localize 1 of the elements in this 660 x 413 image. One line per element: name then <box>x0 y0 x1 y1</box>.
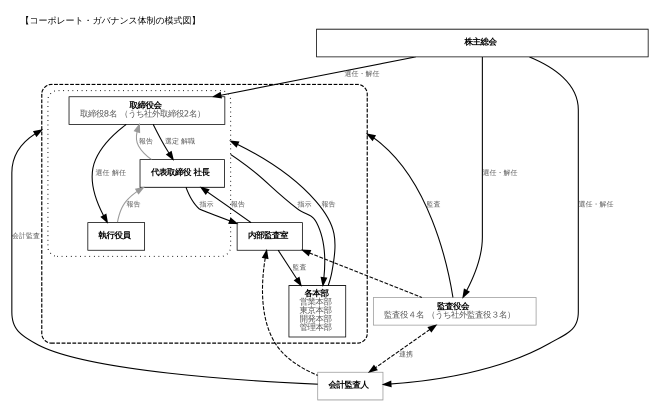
diagram-title: 【コーポレート・ガバナンス体制の模式図】 <box>20 16 200 27</box>
